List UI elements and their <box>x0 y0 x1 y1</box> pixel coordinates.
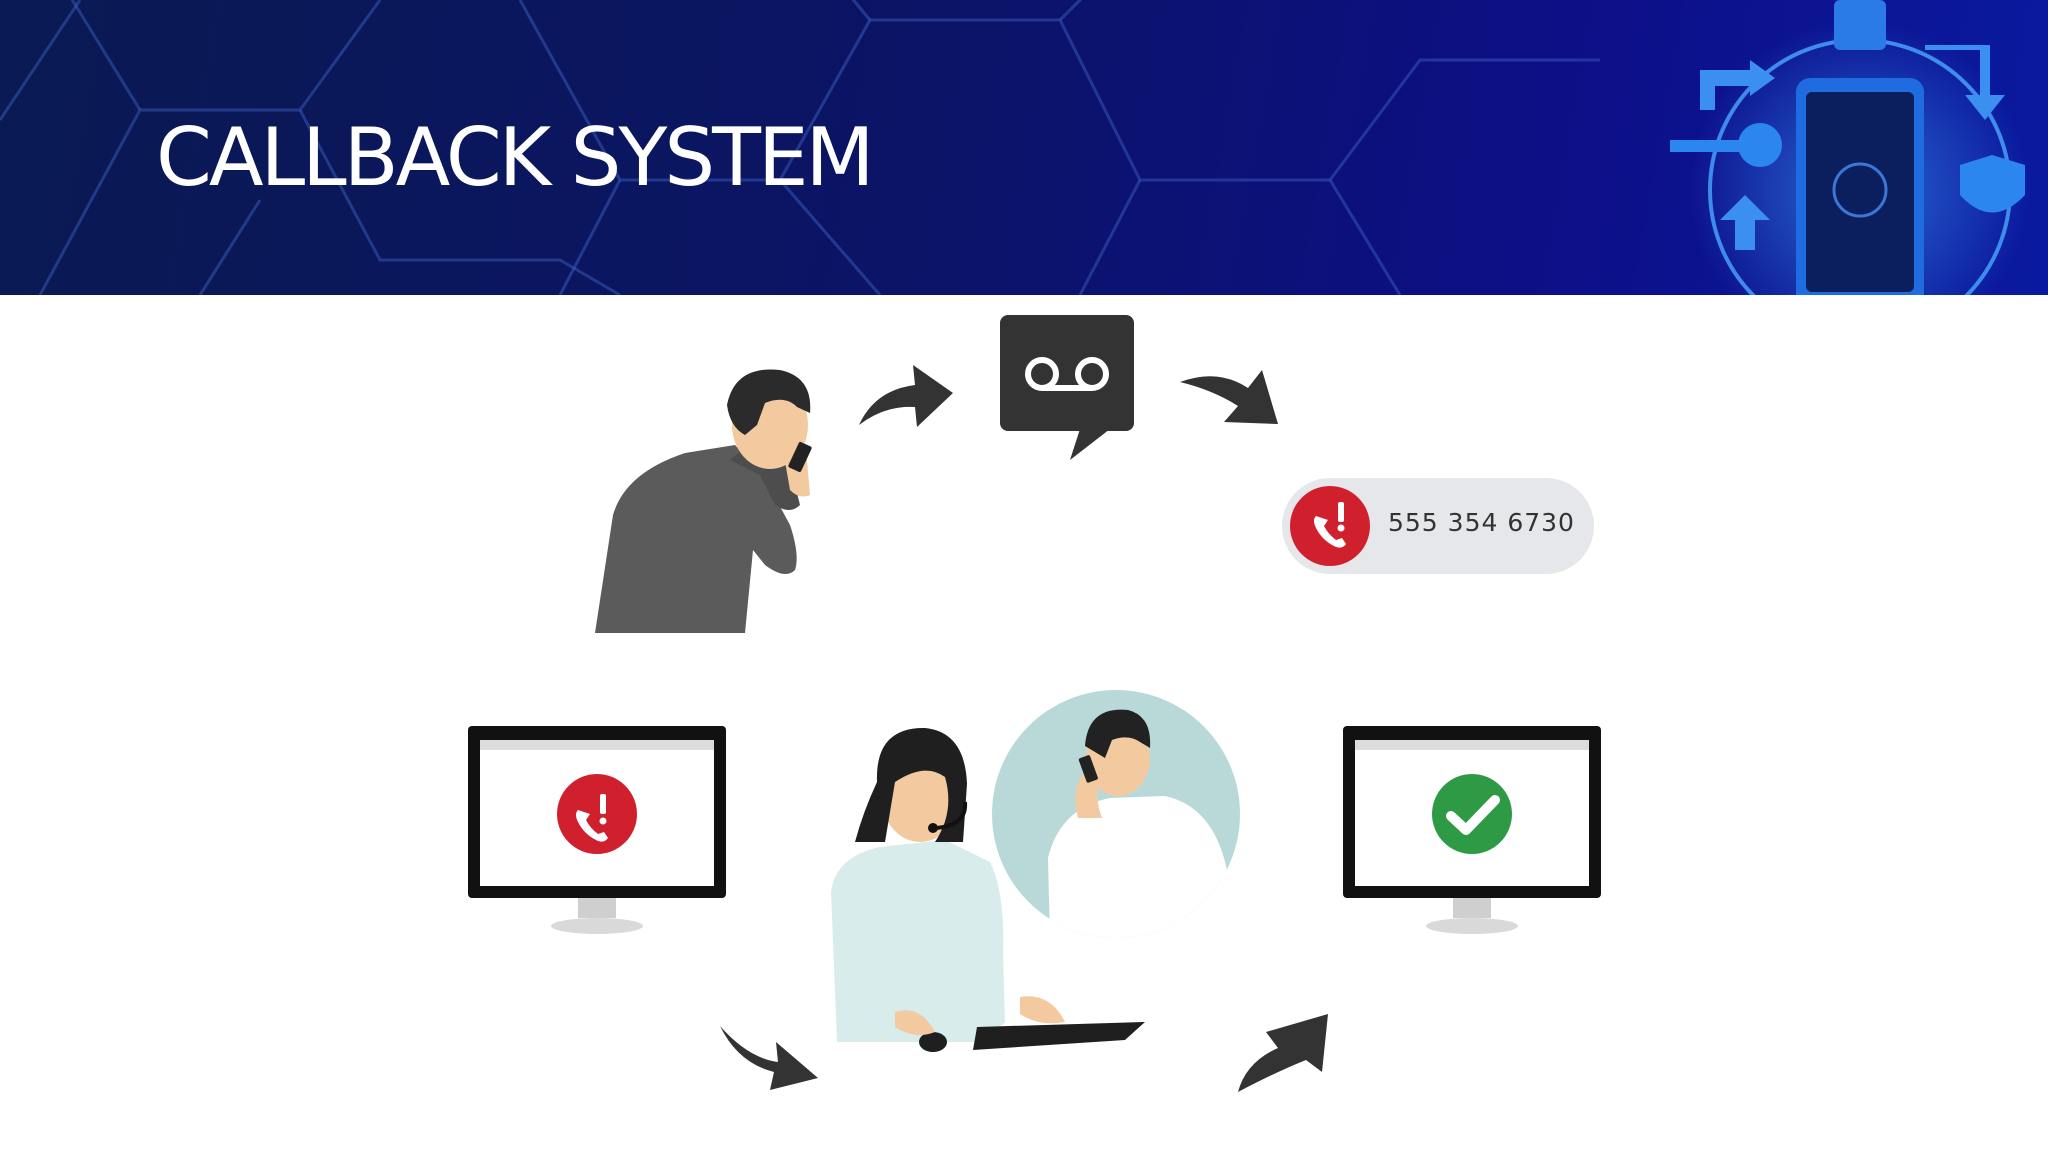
caller-person-icon <box>595 369 812 633</box>
flow-arrow-icon <box>1180 370 1278 424</box>
missed-call-icon <box>1290 486 1370 566</box>
security-phone-graphic <box>1670 0 2030 295</box>
phone-number: 555 354 6730 <box>1388 508 1575 537</box>
flow-arrow-icon <box>720 1026 818 1090</box>
customer-callback-icon <box>992 690 1240 938</box>
slide-title: CALLBACK SYSTEM <box>156 111 875 204</box>
monitor-missed-call-icon <box>468 726 726 934</box>
header-banner: CALLBACK SYSTEM <box>0 0 2048 295</box>
support-agent-icon <box>831 727 1145 1052</box>
voicemail-icon <box>1000 315 1134 460</box>
monitor-success-icon <box>1343 726 1601 934</box>
flow-arrow-icon <box>1238 1014 1328 1092</box>
missed-call-badge: 555 354 6730 <box>1282 478 1594 574</box>
hexagon-pattern <box>0 0 1600 295</box>
flow-arrow-icon <box>859 365 953 427</box>
